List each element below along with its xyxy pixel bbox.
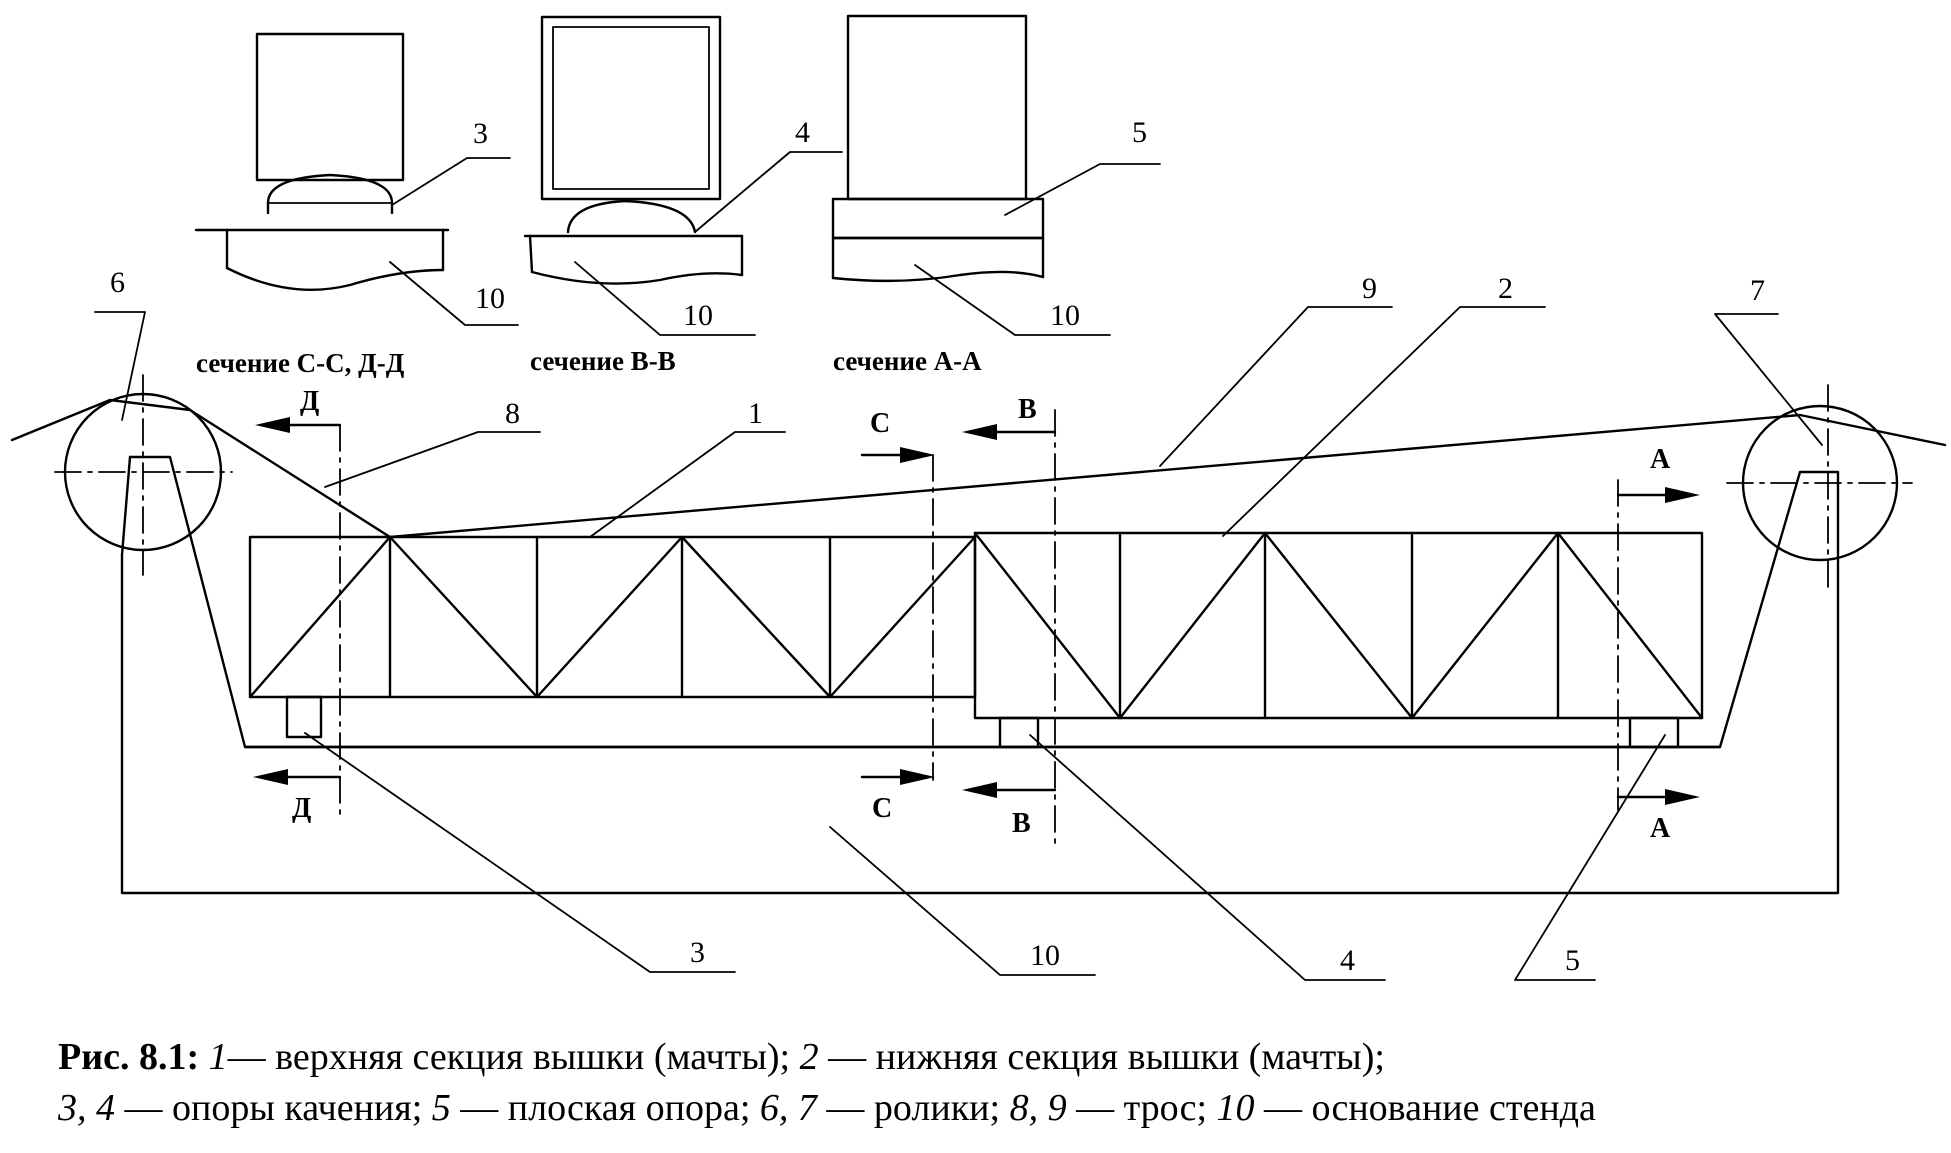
- label-bb-4: 4: [795, 116, 810, 149]
- caption-text-6: — трос;: [1066, 1087, 1208, 1129]
- lower-mast-section-2: [973, 531, 1704, 720]
- cut-mark-dd: Д Д: [253, 386, 342, 824]
- cut-mark-cc: С С: [860, 408, 935, 824]
- rolling-support-4: [998, 716, 1040, 749]
- label-1: 1: [748, 397, 763, 430]
- leader-7: [1714, 313, 1823, 446]
- cut-label-cc-top: С: [870, 408, 890, 439]
- leader-5: [1514, 734, 1666, 981]
- stand-base-outline: [120, 455, 1840, 895]
- label-cc-3: 3: [473, 117, 488, 150]
- label-7: 7: [1750, 274, 1765, 307]
- leader-cc-10: [389, 261, 519, 326]
- cut-label-bb-bottom: В: [1012, 808, 1031, 839]
- label-aa-10: 10: [1050, 299, 1080, 332]
- caption-text-5: — ролики;: [816, 1087, 1001, 1129]
- stand-base-left-inner: [120, 455, 132, 557]
- label-bb-10: 10: [683, 299, 713, 332]
- mast-section-bb-inner: [552, 26, 710, 190]
- label-8: 8: [505, 397, 520, 430]
- section-title-bb: сечение В-В: [530, 346, 676, 376]
- cut-label-aa-top: А: [1650, 444, 1671, 475]
- caption-num-2: 2: [799, 1036, 819, 1078]
- leader-2: [1222, 306, 1546, 537]
- mast-section-bb-outer: [540, 15, 722, 201]
- caption-num-7: 10: [1216, 1087, 1255, 1129]
- figure-caption-line-2: 3, 4 — опоры качения; 5 — плоская опора;…: [58, 1085, 1596, 1131]
- rolling-support-3-profile: [266, 173, 394, 215]
- cut-label-cc-bottom: С: [872, 793, 892, 824]
- label-cc-10: 10: [475, 282, 505, 315]
- section-bb: 4 10 сечение В-В: [523, 15, 843, 376]
- caption-num-3: 3, 4: [58, 1087, 115, 1129]
- label-4: 4: [1340, 944, 1355, 977]
- section-title-cc-dd: сечение С-С, Д-Д: [196, 348, 405, 378]
- label-9: 9: [1362, 272, 1377, 305]
- cut-label-dd-bottom: Д: [292, 793, 311, 824]
- label-5: 5: [1565, 944, 1580, 977]
- section-aa: 5 10 сечение А-А: [831, 14, 1161, 376]
- mast-section-cc: [255, 32, 405, 182]
- label-2: 2: [1498, 272, 1513, 305]
- figure-number: Рис. 8.1:: [58, 1036, 200, 1078]
- caption-text-3: — опоры качения;: [115, 1087, 423, 1129]
- caption-num-5: 6, 7: [759, 1087, 817, 1129]
- mast-section-aa: [846, 14, 1028, 201]
- leader-4: [1029, 734, 1386, 981]
- leader-aa-5: [1004, 163, 1161, 216]
- leader-1: [589, 431, 786, 538]
- caption-num-6: 8, 9: [1009, 1087, 1067, 1129]
- section-title-aa: сечение А-А: [833, 346, 982, 376]
- leader-cc-3: [391, 157, 511, 206]
- cut-label-aa-bottom: А: [1650, 813, 1671, 844]
- cut-mark-aa: А А: [1616, 444, 1700, 844]
- leader-9: [1159, 306, 1393, 467]
- cut-label-dd-top: Д: [300, 386, 319, 417]
- cable-8: [10, 398, 392, 539]
- flat-support-5-profile: [831, 197, 1045, 240]
- leader-aa-10: [914, 264, 1111, 336]
- caption-text-1: — верхняя секция вышки (мачты);: [227, 1036, 791, 1078]
- label-6: 6: [110, 266, 125, 299]
- cable-9: [388, 413, 1947, 539]
- label-3: 3: [690, 936, 705, 969]
- cut-label-bb-top: В: [1018, 394, 1037, 425]
- leader-10: [829, 826, 1096, 976]
- caption-text-7: — основание стенда: [1254, 1087, 1596, 1129]
- caption-text-4: — плоская опора;: [450, 1087, 751, 1129]
- upper-mast-section-1: [248, 535, 977, 699]
- leader-8: [324, 431, 541, 488]
- leader-bb-4: [694, 151, 843, 233]
- label-10: 10: [1030, 939, 1060, 972]
- rolling-support-4-profile: [566, 199, 697, 234]
- caption-text-2: — нижняя секция вышки (мачты);: [818, 1036, 1385, 1078]
- section-cc-dd: 3 10 сечение С-С, Д-Д: [194, 32, 519, 378]
- caption-num-4: 5: [431, 1087, 451, 1129]
- leader-bb-10: [574, 261, 756, 336]
- leader-6: [94, 311, 146, 421]
- figure-caption-line-1: Рис. 8.1: 1— верхняя секция вышки (мачты…: [58, 1034, 1385, 1080]
- flat-support-5: [1628, 716, 1680, 749]
- leader-3: [304, 732, 736, 973]
- caption-num-1: 1: [208, 1036, 228, 1078]
- rolling-support-3: [285, 695, 323, 739]
- cut-mark-bb: В В: [962, 394, 1057, 846]
- label-aa-5: 5: [1132, 116, 1147, 149]
